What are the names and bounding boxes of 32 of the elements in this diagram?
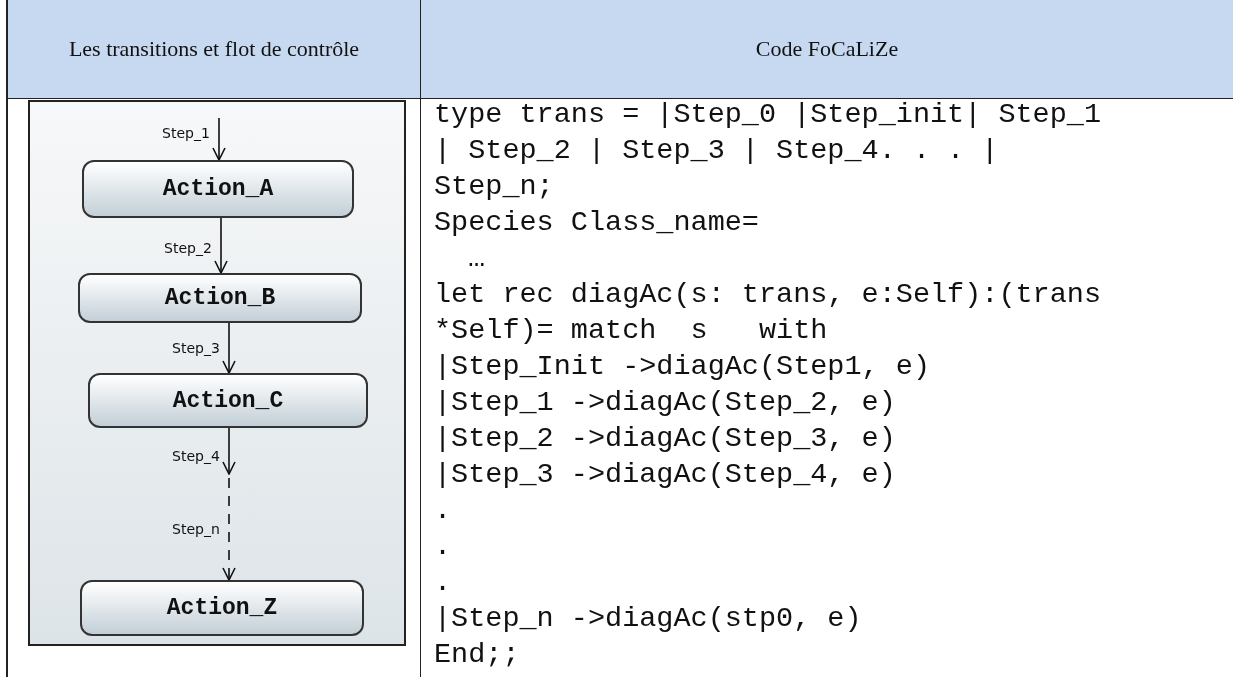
arrow [214,217,228,274]
edge-label: Step_3 [172,340,220,356]
edge-label: Step_2 [164,240,212,256]
action-box: Action_C [88,373,368,428]
arrow [222,427,236,475]
code-line: |Step_1 ->diagAc(Step_2, e) [434,386,896,420]
arrow [212,117,226,161]
column-header: Les transitions et flot de contrôle [8,0,420,98]
code-line: let rec diagAc(s: trans, e:Self):(trans [434,278,1101,312]
edge-label: Step_4 [172,448,220,464]
code-line: |Step_3 ->diagAc(Step_4, e) [434,458,896,492]
action-box: Action_Z [80,580,364,636]
code-line: . [434,530,452,564]
code-line: | Step_2 | Step_3 | Step_4. . . | [434,134,999,168]
arrow [222,322,236,374]
column-header: Code FoCaLiZe [421,0,1233,98]
code-line: End;; [434,638,520,672]
action-box: Action_A [82,160,354,218]
edge-label: Step_1 [162,125,210,141]
arrow [222,477,236,581]
edge-label: Step_n [172,521,220,537]
code-line: |Step_Init ->diagAc(Step1, e) [434,350,930,384]
code-line: . [434,566,452,600]
code-line: … [468,242,486,276]
action-box: Action_B [78,273,362,323]
code-line: |Step_2 ->diagAc(Step_3, e) [434,422,896,456]
code-line: type trans = |Step_0 |Step_init| Step_1 [434,98,1101,132]
code-line: Step_n; [434,170,554,204]
code-line: |Step_n ->diagAc(stp0, e) [434,602,862,636]
code-line: Species Class_name= [434,206,759,240]
code-line: . [434,494,452,528]
code-line: *Self)= match s with [434,314,828,348]
